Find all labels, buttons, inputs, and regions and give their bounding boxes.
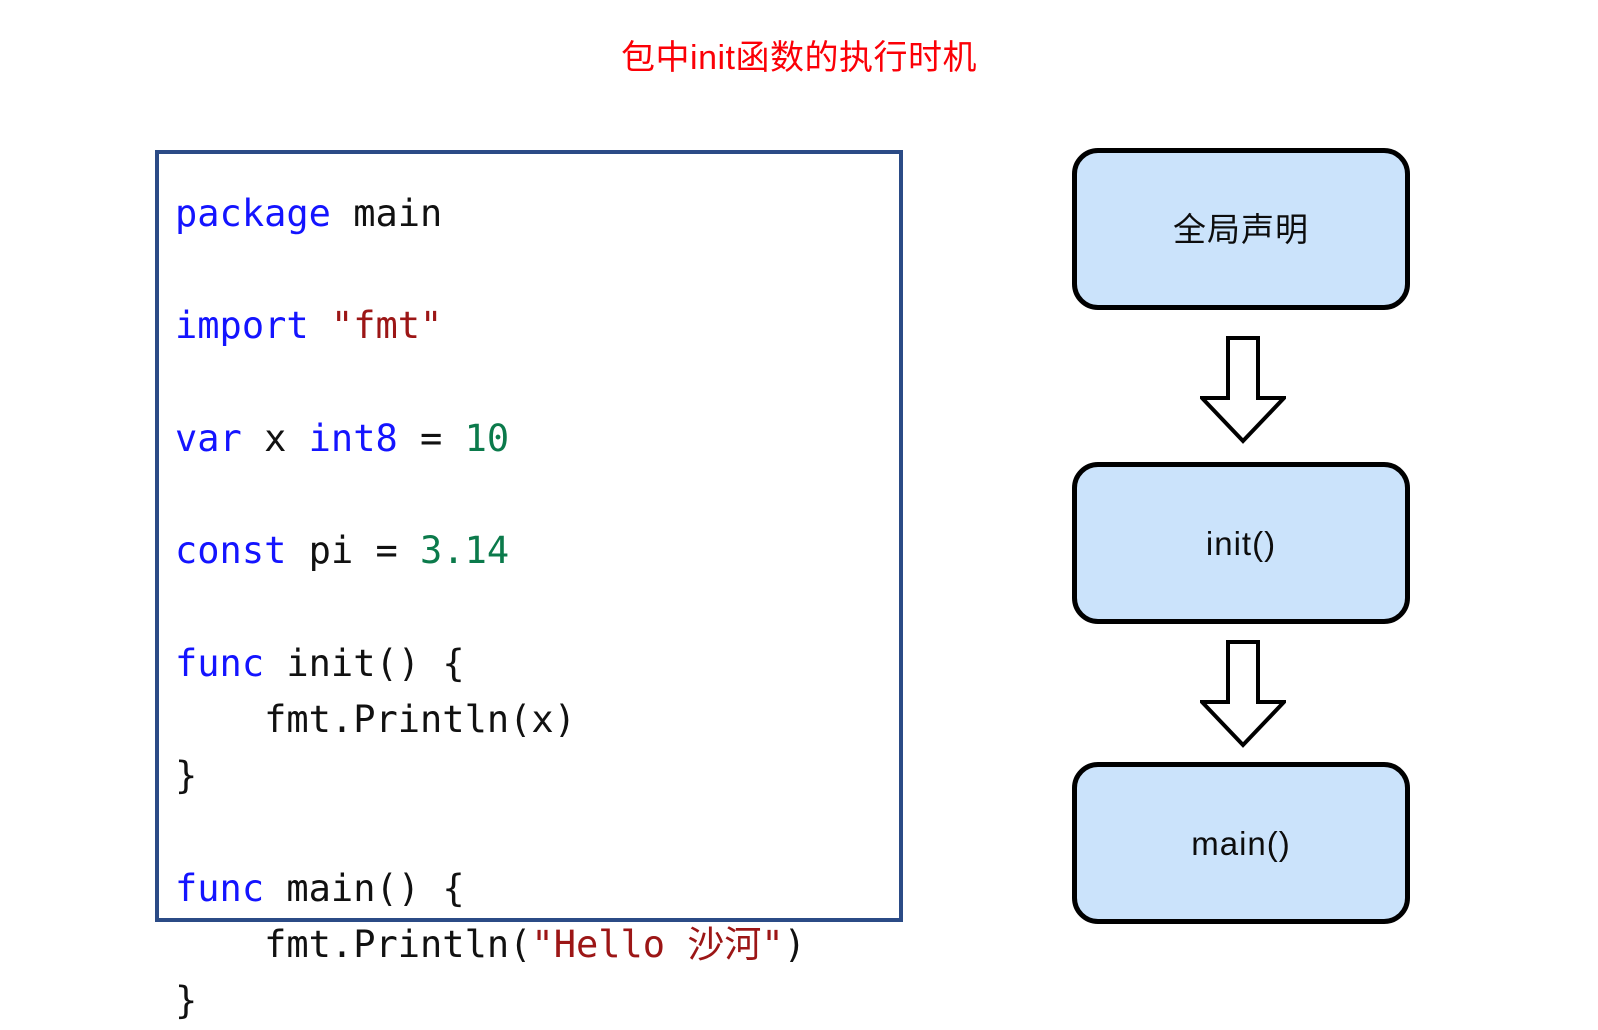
code-panel: package main import "fmt" var x int8 = 1… (155, 150, 903, 1022)
code-token: import (175, 304, 309, 348)
code-token: x (241, 416, 309, 460)
flow-box-global-declaration[interactable]: 全局声明 (1072, 148, 1410, 310)
code-token: main() { (264, 866, 465, 910)
code-token: 10 (464, 416, 510, 460)
code-token: main (330, 192, 443, 235)
down-arrow-icon (1200, 336, 1286, 444)
code-token: "Hello 沙河" (531, 923, 784, 967)
code-token: fmt.Println(x) (175, 698, 576, 742)
code-token: int8 (308, 416, 398, 460)
flow-box-label: 全局声明 (1173, 210, 1309, 248)
page-title: 包中init函数的执行时机 (621, 39, 977, 77)
code-token: ) (783, 923, 806, 967)
code-token: var (175, 416, 242, 460)
go-code-block: package main import "fmt" var x int8 = 1… (175, 186, 806, 1030)
code-token: fmt.Println( (175, 923, 532, 967)
code-token: 3.14 (420, 529, 510, 573)
flow-box-label: main() (1191, 824, 1291, 862)
code-token: } (175, 979, 198, 1023)
code-token: } (175, 754, 198, 798)
code-token: package (175, 192, 331, 235)
code-token: "fmt" (330, 304, 443, 348)
flow-box-main[interactable]: main() (1072, 762, 1410, 924)
code-token: init() { (264, 641, 465, 685)
flow-box-label: init() (1205, 524, 1277, 562)
code-token: func (175, 866, 265, 910)
flow-box-init[interactable]: init() (1072, 462, 1410, 624)
code-token: const (175, 529, 287, 573)
code-token: pi = (286, 529, 421, 573)
down-arrow-icon (1200, 640, 1286, 748)
code-token (309, 304, 331, 347)
code-token: func (175, 641, 265, 685)
flowchart: 全局声明 init() main() (1072, 148, 1412, 928)
code-token: = (397, 416, 465, 460)
